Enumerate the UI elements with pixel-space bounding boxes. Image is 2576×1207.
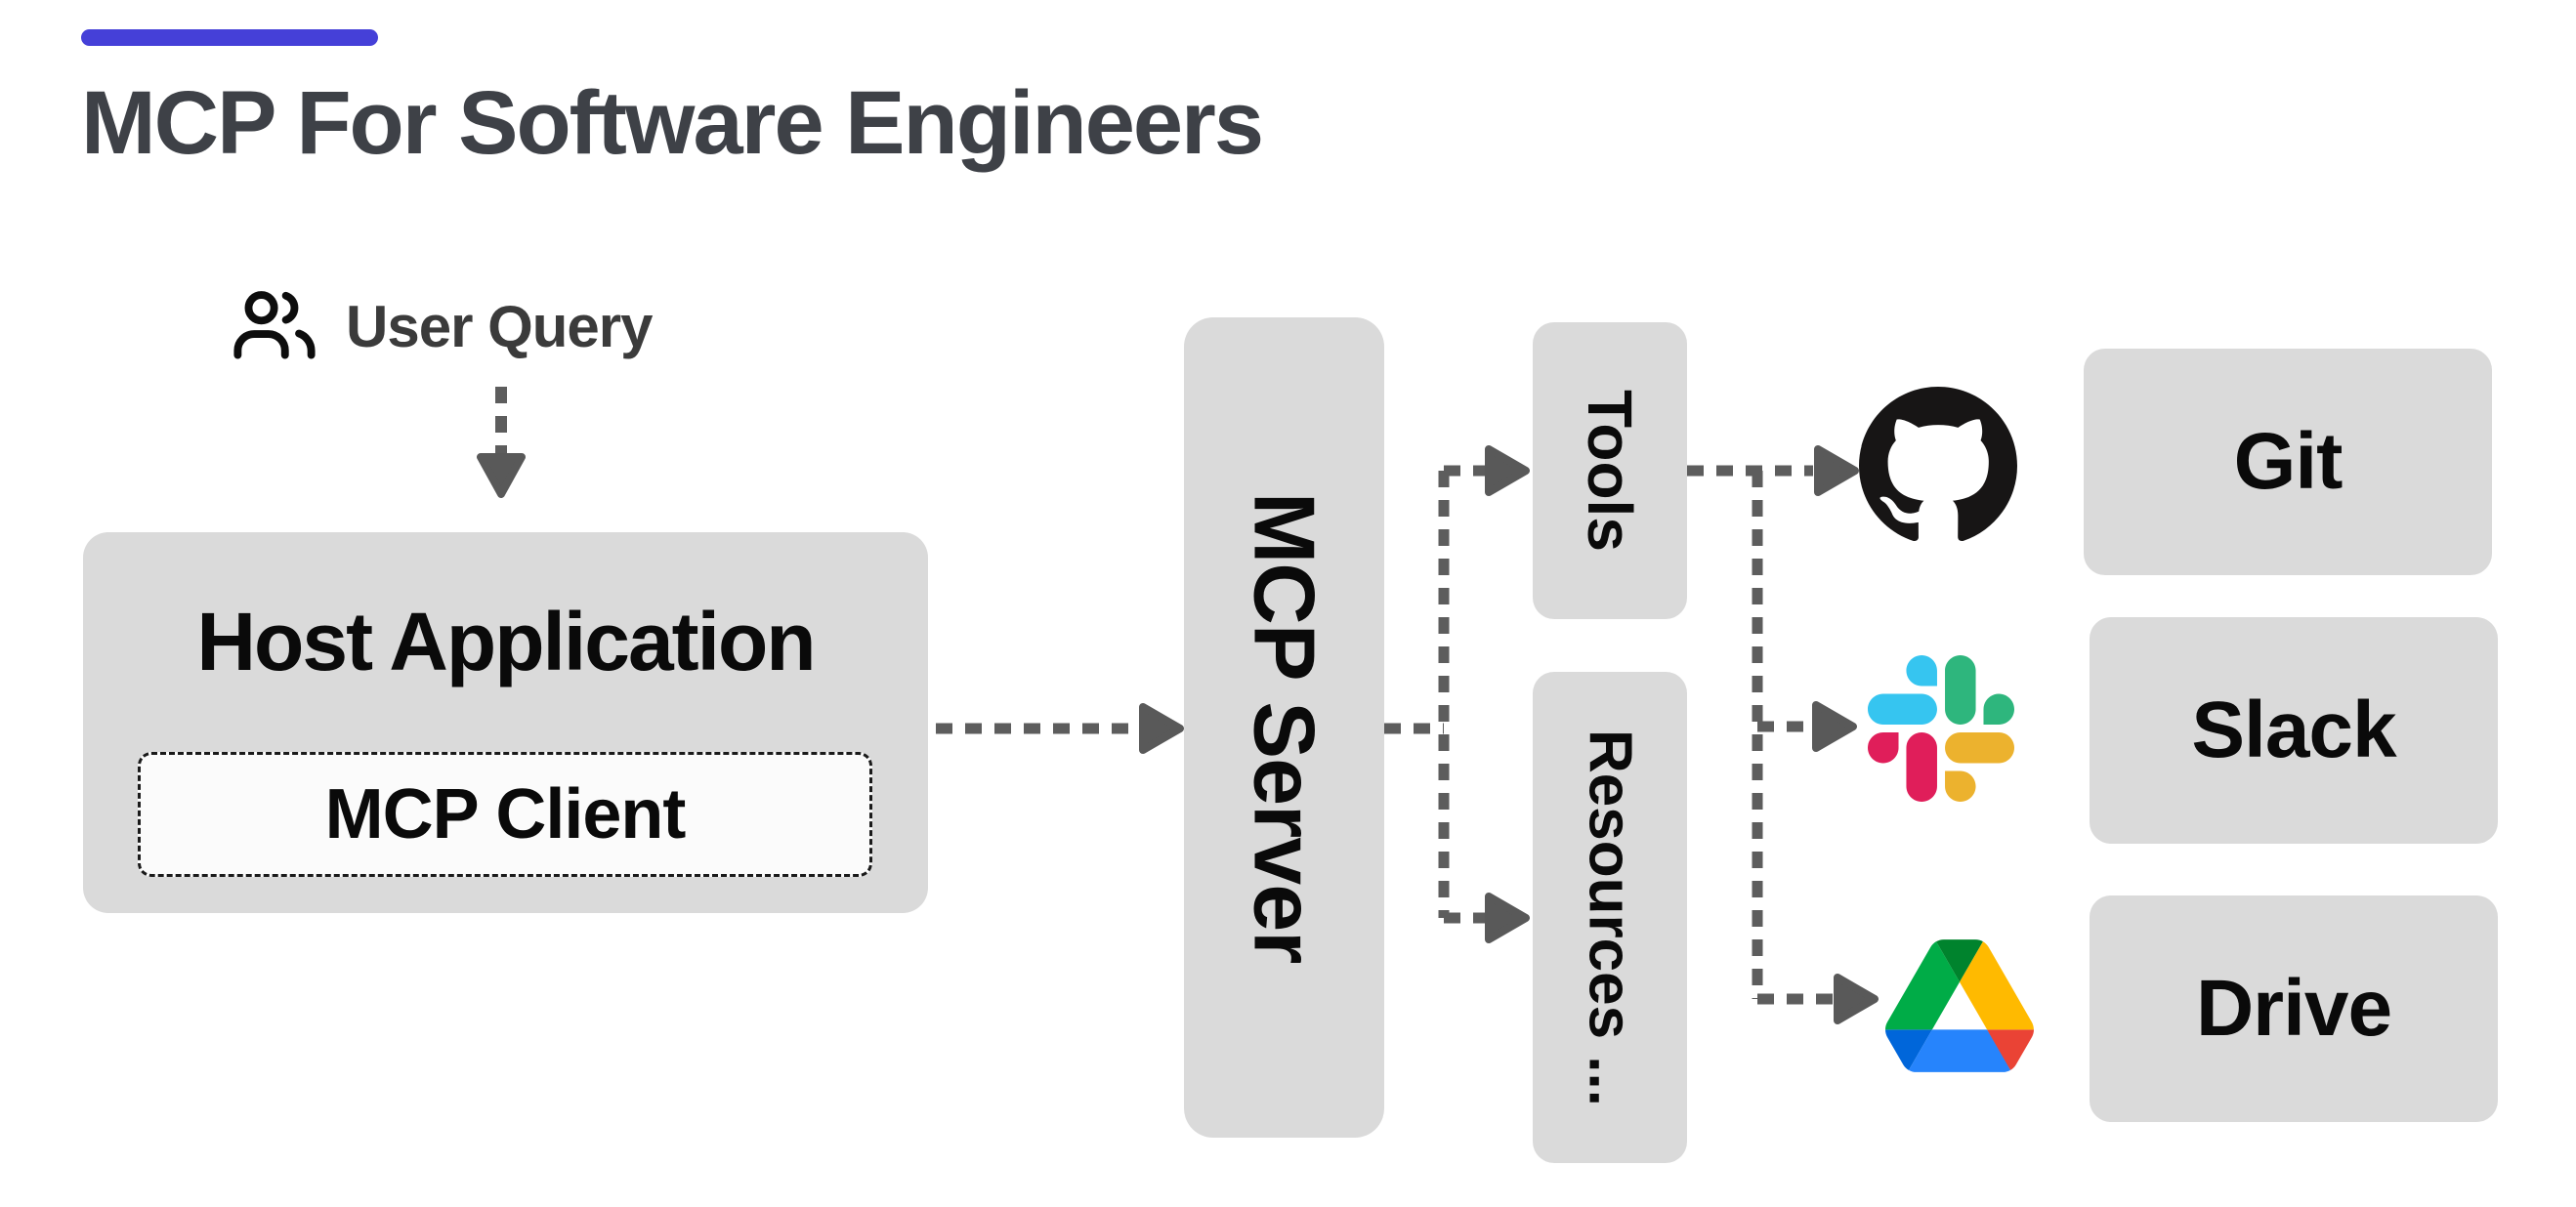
tools-label: Tools: [1575, 390, 1645, 552]
users-icon: [233, 291, 316, 359]
git-label-box: Git: [2084, 349, 2492, 575]
title-accent-bar: [81, 29, 378, 46]
mcp-server-label: MCP Server: [1236, 491, 1333, 964]
mcp-client-box: MCP Client: [138, 752, 872, 877]
connector-user-to-host: [477, 387, 526, 498]
mcp-server-box: MCP Server: [1184, 317, 1384, 1138]
user-query-group: User Query: [232, 281, 653, 371]
drive-label: Drive: [2195, 964, 2392, 1053]
drive-label-box: Drive: [2090, 895, 2498, 1122]
connector-host-to-server: [936, 703, 1184, 754]
tools-box: Tools: [1533, 322, 1687, 619]
connector-tools-to-integrations: [1687, 445, 1879, 1024]
slack-label: Slack: [2191, 686, 2396, 774]
connector-server-to-capabilities: [1384, 445, 1530, 943]
resources-box: Resources ...: [1533, 672, 1687, 1163]
host-application-box: Host Application MCP Client: [83, 532, 928, 913]
github-icon: [1859, 387, 2017, 542]
resources-label: Resources ...: [1576, 728, 1644, 1106]
google-drive-icon: [1885, 939, 2034, 1072]
host-application-title: Host Application: [196, 596, 816, 687]
git-label: Git: [2233, 417, 2344, 506]
user-query-label: User Query: [346, 293, 653, 359]
slack-icon: [1868, 655, 2014, 802]
slack-label-box: Slack: [2090, 617, 2498, 844]
page-title: MCP For Software Engineers: [81, 73, 1264, 173]
